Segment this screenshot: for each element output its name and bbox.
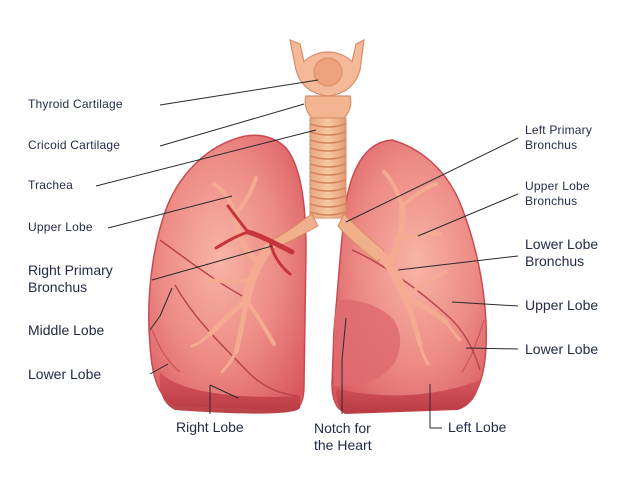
left-lung-base bbox=[336, 380, 480, 414]
label-notch-for-the-heart: Notch for the Heart bbox=[314, 420, 372, 454]
pulmonary-vessels bbox=[214, 204, 295, 276]
label-trachea: Trachea bbox=[28, 178, 73, 192]
label-upper-lobe-bronchus-line1: Upper Lobe bbox=[525, 179, 590, 193]
label-left-primary-bronchus: Left Primary Bronchus bbox=[525, 123, 592, 153]
label-lower-lobe-bronchus-line2: Bronchus bbox=[525, 253, 585, 269]
label-lower-lobe-left: Lower Lobe bbox=[525, 341, 599, 357]
right-horizontal-fissure bbox=[159, 239, 251, 301]
trachea-rings bbox=[309, 123, 347, 216]
cricoid-cartilage-shape bbox=[304, 95, 352, 119]
right-lung-body bbox=[148, 134, 307, 411]
label-right-lobe: Right Lobe bbox=[176, 419, 244, 435]
label-upper-lobe-bronchus: Upper Lobe Bronchus bbox=[525, 179, 590, 209]
label-right-primary-bronchus: Right Primary Bronchus bbox=[28, 262, 113, 296]
cardiac-notch bbox=[334, 299, 401, 386]
leader-lines bbox=[95, 79, 519, 429]
label-upper-lobe-right: Upper Lobe bbox=[28, 220, 93, 234]
label-notch-line1: Notch for bbox=[314, 420, 371, 436]
trachea-group bbox=[264, 38, 385, 263]
label-notch-line2: the Heart bbox=[314, 437, 372, 453]
label-thyroid-cartilage: Thyroid Cartilage bbox=[28, 97, 123, 111]
left-lung bbox=[331, 139, 488, 414]
label-lower-lobe-bronchus: Lower Lobe Bronchus bbox=[525, 236, 598, 270]
right-lung-base bbox=[159, 372, 300, 414]
label-right-primary-bronchus-line1: Right Primary bbox=[28, 262, 113, 278]
right-oblique-fissure bbox=[174, 284, 299, 397]
right-lung bbox=[148, 134, 307, 414]
label-upper-lobe-left: Upper Lobe bbox=[525, 297, 599, 313]
label-left-lobe: Left Lobe bbox=[448, 419, 507, 435]
label-left-primary-bronchus-line2: Bronchus bbox=[525, 138, 578, 152]
left-oblique-fissure bbox=[351, 249, 481, 371]
left-bronchial-tree bbox=[377, 170, 462, 366]
left-primary-bronchus-shape bbox=[337, 213, 385, 263]
label-middle-lobe: Middle Lobe bbox=[28, 322, 105, 338]
label-upper-lobe-bronchus-line2: Bronchus bbox=[525, 194, 578, 208]
label-lower-lobe-bronchus-line1: Lower Lobe bbox=[525, 236, 599, 252]
label-left-primary-bronchus-line1: Left Primary bbox=[525, 123, 593, 137]
label-lower-lobe-right: Lower Lobe bbox=[28, 366, 102, 382]
label-cricoid-cartilage: Cricoid Cartilage bbox=[28, 138, 121, 152]
label-right-primary-bronchus-line2: Bronchus bbox=[28, 279, 88, 295]
right-bronchial-tree bbox=[190, 176, 276, 374]
